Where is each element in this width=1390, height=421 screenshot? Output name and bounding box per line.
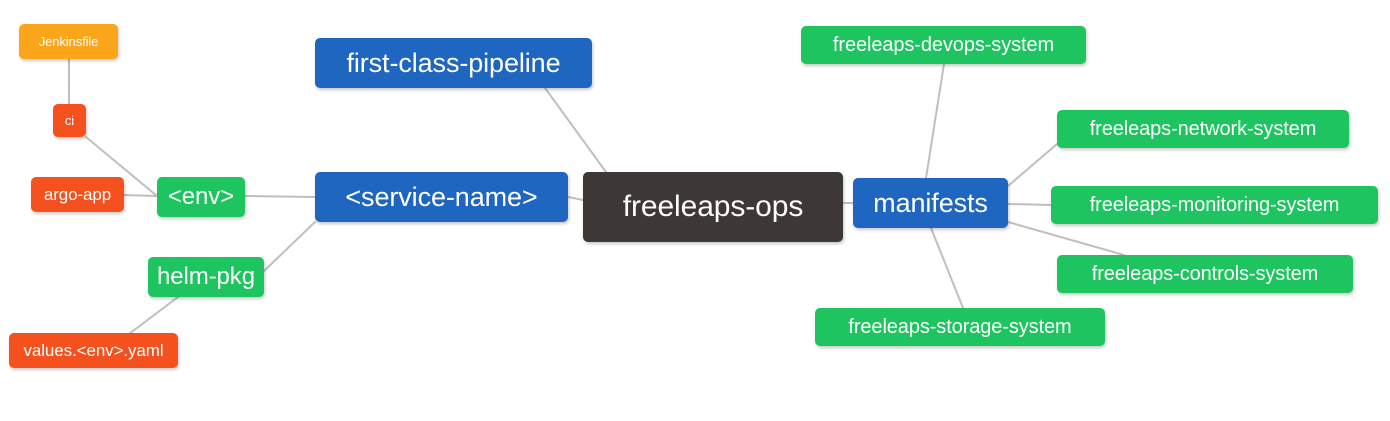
edge-env-to-service-name bbox=[244, 195, 316, 198]
edge-manifests-to-devops-system bbox=[925, 63, 945, 179]
edge-service-name-to-helm-pkg bbox=[263, 221, 316, 272]
edge-manifests-to-storage-system bbox=[930, 227, 964, 309]
edge-argo-app-to-env bbox=[123, 194, 158, 197]
node-helm-pkg[interactable]: helm-pkg bbox=[148, 257, 264, 297]
node-monitoring-system[interactable]: freeleaps-monitoring-system bbox=[1051, 186, 1378, 224]
edge-manifests-to-controls-system bbox=[1007, 221, 1125, 256]
node-network-system[interactable]: freeleaps-network-system bbox=[1057, 110, 1349, 148]
node-jenkinsfile[interactable]: Jenkinsfile bbox=[19, 24, 118, 59]
node-devops-system[interactable]: freeleaps-devops-system bbox=[801, 26, 1086, 64]
edge-manifests-to-network-system bbox=[1007, 143, 1058, 187]
node-service-name[interactable]: <service-name> bbox=[315, 172, 568, 222]
edge-service-name-to-freeleaps-ops bbox=[567, 196, 584, 201]
node-env[interactable]: <env> bbox=[157, 177, 245, 217]
node-ci[interactable]: ci bbox=[53, 104, 86, 137]
edge-manifests-to-monitoring-system bbox=[1007, 203, 1052, 206]
edge-first-class-pipeline-to-freeleaps-ops bbox=[544, 87, 607, 173]
node-controls-system[interactable]: freeleaps-controls-system bbox=[1057, 255, 1353, 293]
node-values-env-yaml[interactable]: values.<env>.yaml bbox=[9, 333, 178, 368]
node-freeleaps-ops[interactable]: freeleaps-ops bbox=[583, 172, 843, 242]
node-manifests[interactable]: manifests bbox=[853, 178, 1008, 228]
node-argo-app[interactable]: argo-app bbox=[31, 177, 124, 212]
node-first-class-pipeline[interactable]: first-class-pipeline bbox=[315, 38, 592, 88]
node-storage-system[interactable]: freeleaps-storage-system bbox=[815, 308, 1105, 346]
